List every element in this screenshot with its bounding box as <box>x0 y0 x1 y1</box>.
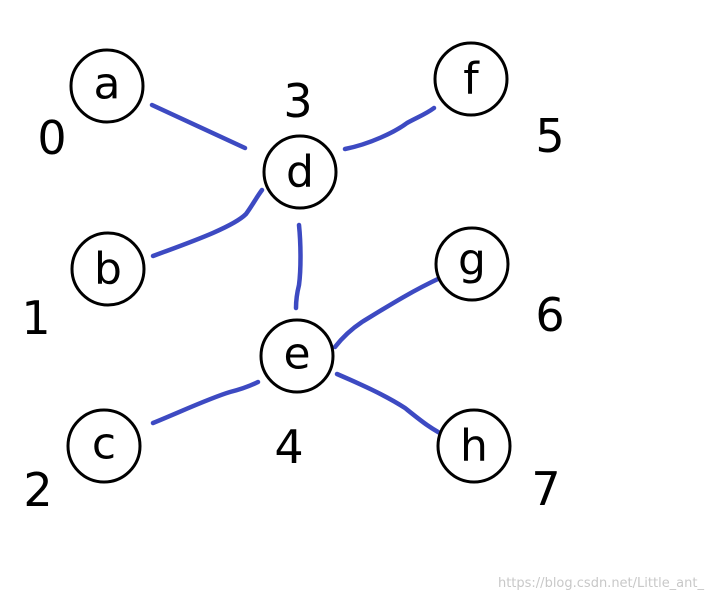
node-e-index: 4 <box>274 420 303 474</box>
node-h: h <box>436 408 512 484</box>
node-g-index: 6 <box>535 288 564 342</box>
node-b-index: 1 <box>21 291 50 345</box>
node-e-circle <box>259 318 335 394</box>
node-f-index: 5 <box>535 109 564 163</box>
node-c-index: 2 <box>23 463 52 517</box>
node-c: c <box>66 408 142 484</box>
edge-g-e <box>332 275 443 350</box>
node-e: e <box>259 318 335 394</box>
node-a: a <box>69 48 145 124</box>
node-c-circle <box>66 408 142 484</box>
node-b-label: b <box>94 244 122 295</box>
node-b-circle <box>70 231 146 307</box>
edge-b-d <box>150 187 265 259</box>
node-d: d <box>262 134 338 210</box>
node-g-circle <box>434 226 510 302</box>
edge-a-d <box>149 102 248 151</box>
node-d-index: 3 <box>283 74 312 128</box>
node-h-label: h <box>460 421 488 472</box>
edges-layer <box>149 102 451 440</box>
node-d-label: d <box>286 147 314 198</box>
node-f-circle <box>433 41 509 117</box>
edge-f-d <box>342 105 437 152</box>
watermark: https://blog.csdn.net/Little_ant_ <box>497 576 704 591</box>
node-e-label: e <box>283 329 310 380</box>
edge-d-e <box>293 222 303 311</box>
node-a-circle <box>69 48 145 124</box>
node-h-index: 7 <box>531 462 560 516</box>
node-a-index: 0 <box>37 111 66 165</box>
node-h-circle <box>436 408 512 484</box>
node-f-label: f <box>463 54 480 105</box>
node-b: b <box>70 231 146 307</box>
edge-h-e <box>334 371 451 440</box>
node-g: g <box>434 226 510 302</box>
node-a-label: a <box>94 59 121 110</box>
node-g-label: g <box>458 235 486 286</box>
node-d-circle <box>262 134 338 210</box>
node-f: f <box>433 41 509 117</box>
edge-c-e <box>150 379 261 426</box>
node-c-label: c <box>92 419 116 470</box>
